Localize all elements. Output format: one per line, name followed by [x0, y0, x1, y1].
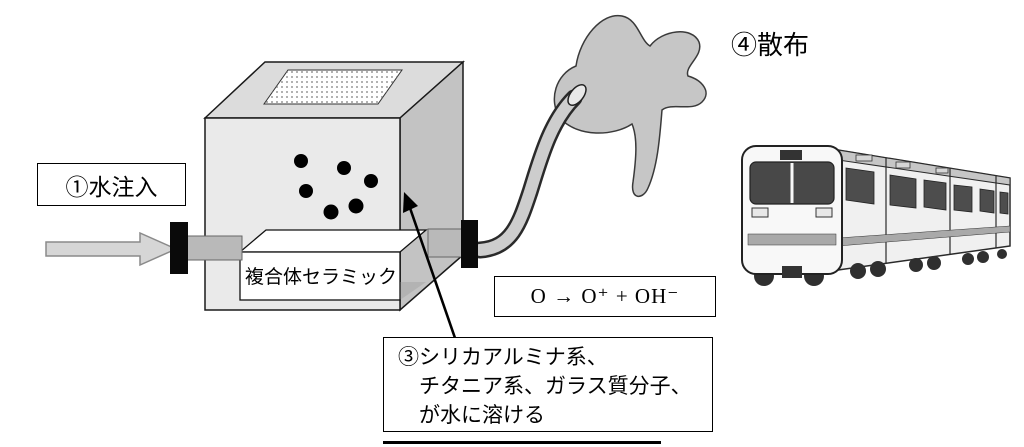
dissolve-line-3: が水に溶ける — [419, 403, 545, 427]
water-injection-label: ①水注入 — [65, 174, 158, 200]
molecule-dots-icon — [294, 154, 378, 220]
pointer-arrow-icon — [408, 207, 457, 339]
ceramic-box-front — [239, 251, 401, 301]
dissolve-line-1: ③シリカアルミナ系、 — [398, 345, 608, 369]
inlet-pipe — [185, 235, 243, 261]
water-injection-label-box: ①水注入 — [37, 163, 186, 206]
water-splash-icon — [553, 14, 707, 197]
formula-text: O → O⁺ + OH⁻ — [530, 284, 680, 308]
inlet-port — [170, 222, 188, 274]
pointer-arrow-head — [403, 192, 418, 213]
cropped-box-edge — [383, 441, 661, 444]
formula-box: O → O⁺ + OH⁻ — [494, 276, 716, 317]
train-icon — [741, 145, 1011, 286]
dotted-mesh-lid-pattern — [264, 70, 402, 104]
spray-hose-fill — [474, 92, 580, 256]
spray-label: ④散布 — [731, 31, 810, 60]
train-windows — [845, 167, 1009, 215]
ceramic-label: 複合体セラミック — [245, 267, 398, 288]
water-flow-arrow-icon — [45, 231, 178, 267]
outlet-port — [461, 220, 478, 268]
dissolve-line-2: チタニア系、ガラス質分子、 — [419, 374, 692, 398]
nozzle-opening-icon — [567, 83, 587, 107]
ceramic-box-top — [238, 229, 428, 253]
outlet-pipe — [427, 228, 465, 258]
dissolve-note-box: ③シリカアルミナ系、 チタニア系、ガラス質分子、 が水に溶ける — [383, 337, 713, 432]
